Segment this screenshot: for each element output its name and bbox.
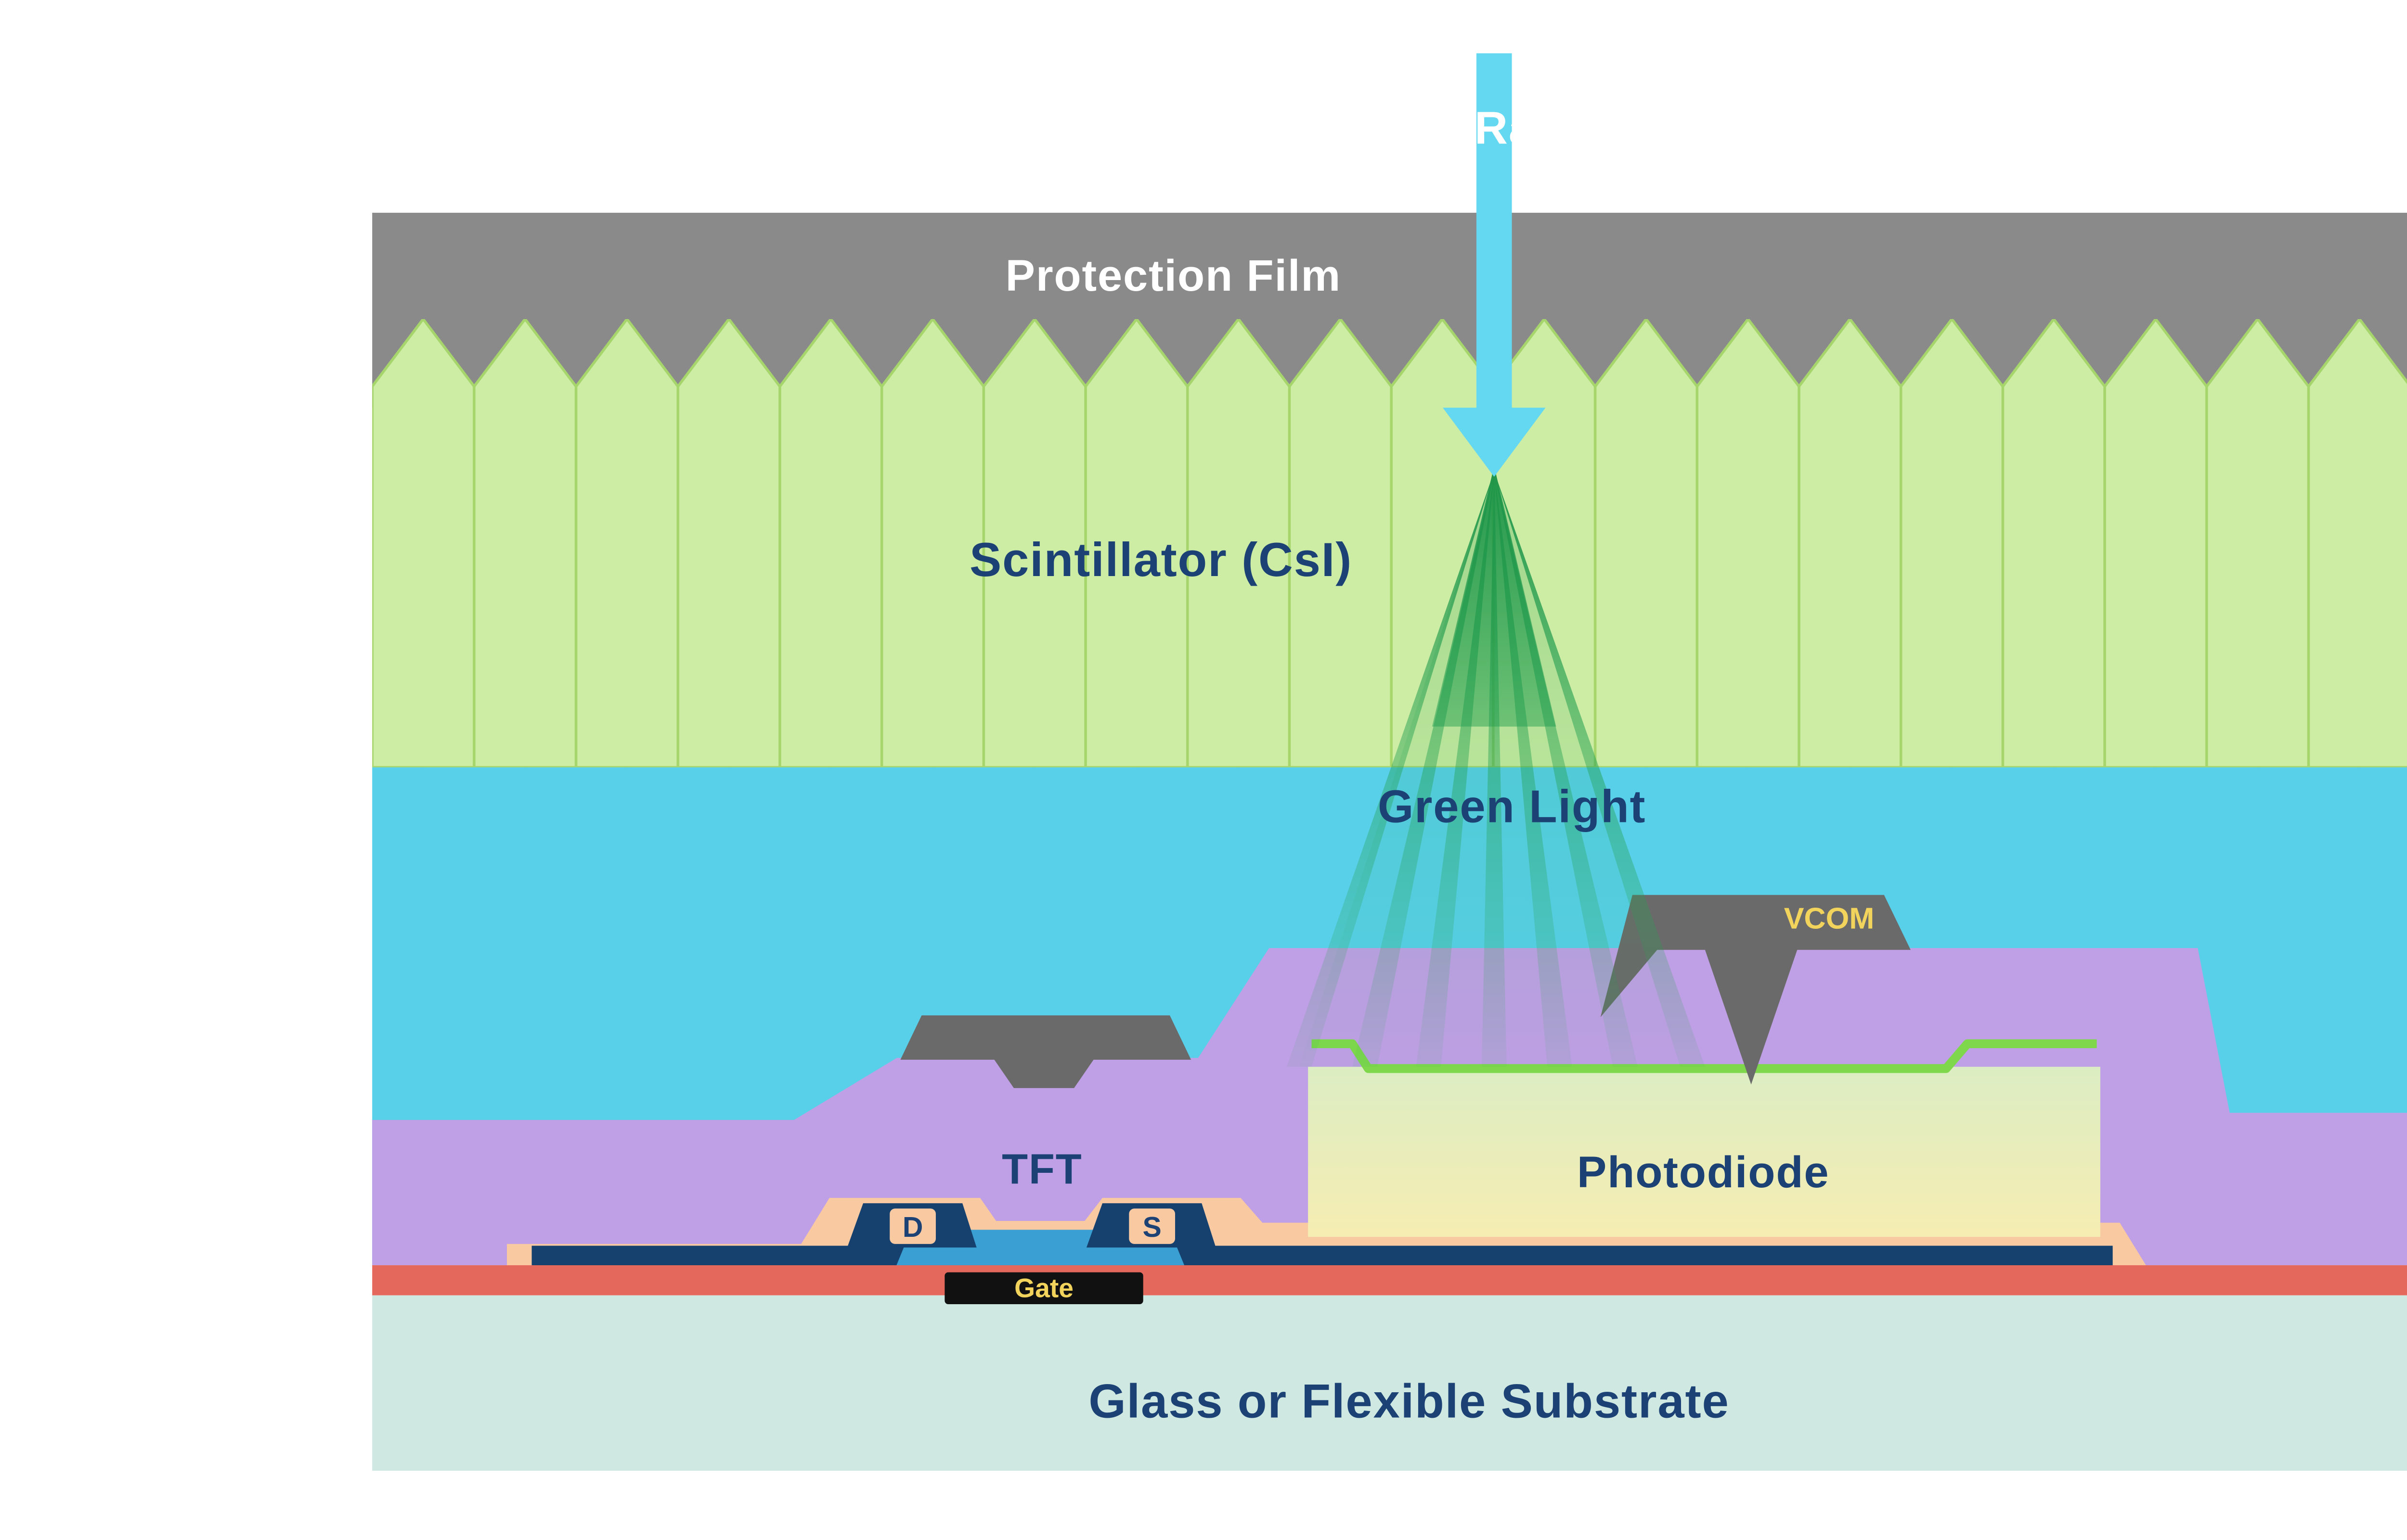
scintillator-label: Scintillator (CsI) [970,533,1352,587]
green-fan-core [1432,466,1556,727]
xray-label: X-Ray [1426,102,1562,154]
green-fan-wash [1299,471,1705,1067]
source-label: S [1143,1212,1162,1243]
gate-metal [945,1272,1143,1305]
protection-film-label: Protection Film [1006,251,1341,300]
drain-label-inset [890,1208,936,1244]
gate-label: Gate [1014,1273,1074,1303]
green-light-label: Green Light [1378,781,1646,833]
bias-electrode-shape [900,1015,1191,1088]
substrate-label: Glass or Flexible Substrate [1088,1375,1729,1428]
drain-label: D [903,1212,923,1243]
vcom-label: VCOM [1784,902,1875,936]
substrate-layer [372,1295,2407,1471]
vcom-electrode-shape [1600,895,1911,1085]
data-line-metal [531,1245,2113,1269]
photodiode-body [1308,1066,2100,1237]
gate-line-layer [372,1265,2407,1296]
tft-label: TFT [1002,1145,1082,1193]
source-label-inset [1129,1208,1176,1244]
xray-arrow-shaft [1476,53,1512,411]
photodiode-label: Photodiode [1577,1147,1830,1197]
xray-arrow-head [1442,408,1546,477]
scintillator-layer [372,319,2407,768]
xray-beam-arrow [1442,53,1546,477]
